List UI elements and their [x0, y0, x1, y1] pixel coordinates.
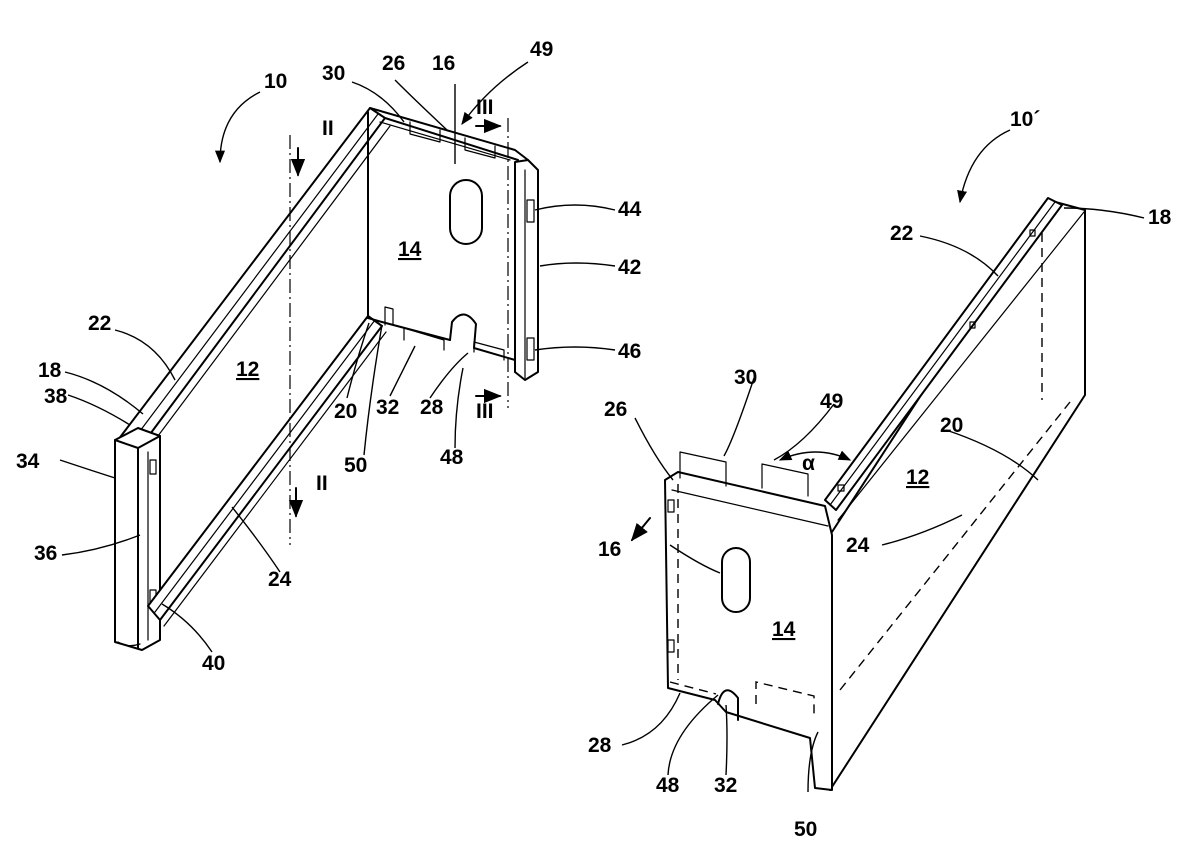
label-20-right: 20 — [940, 414, 963, 437]
label-26-right: 26 — [604, 398, 627, 421]
angle-alpha-arc — [778, 450, 852, 461]
label-16: 16 — [432, 52, 455, 75]
label-28: 28 — [420, 396, 444, 419]
label-III-top: III — [476, 96, 494, 119]
label-alpha: α — [802, 452, 815, 475]
label-36: 36 — [34, 542, 57, 565]
reference-labels: 10 30 26 16 49 II III 44 14 42 22 46 12 … — [16, 38, 1172, 841]
label-12-right: 12 — [906, 466, 929, 489]
side-panel-12 — [824, 197, 1086, 791]
label-30: 30 — [322, 62, 345, 85]
back-panel-14 — [367, 107, 539, 381]
front-panel-14 — [664, 451, 833, 791]
label-30-right: 30 — [734, 366, 757, 389]
label-II-top: II — [322, 117, 334, 140]
label-20: 20 — [334, 400, 357, 423]
label-42: 42 — [618, 256, 641, 279]
label-44: 44 — [618, 198, 642, 221]
label-26: 26 — [382, 52, 405, 75]
label-28-right: 28 — [588, 734, 612, 757]
label-48-right: 48 — [656, 774, 680, 797]
assembly-10prime — [630, 197, 1086, 791]
label-18: 18 — [38, 359, 62, 382]
end-post-34 — [114, 427, 161, 651]
label-49: 49 — [530, 38, 553, 61]
label-22: 22 — [88, 312, 111, 335]
label-32: 32 — [376, 396, 399, 419]
label-16-right: 16 — [598, 538, 621, 561]
label-40: 40 — [202, 652, 225, 675]
label-24: 24 — [268, 568, 292, 591]
assembly-10 — [114, 107, 539, 651]
label-49-right: 49 — [820, 390, 843, 413]
label-14-right: 14 — [772, 618, 796, 641]
label-50-right: 50 — [794, 818, 817, 841]
label-48: 48 — [440, 446, 464, 469]
label-II-bot: II — [316, 472, 328, 495]
label-12: 12 — [236, 358, 259, 381]
label-10: 10 — [264, 70, 287, 93]
label-22-right: 22 — [890, 222, 913, 245]
label-34: 34 — [16, 450, 40, 473]
label-46: 46 — [618, 340, 641, 363]
label-38: 38 — [44, 385, 68, 408]
label-24-right: 24 — [846, 534, 870, 557]
label-III-bot: III — [476, 400, 494, 423]
label-50: 50 — [344, 454, 367, 477]
label-14: 14 — [398, 238, 422, 261]
label-32-right: 32 — [714, 774, 737, 797]
label-10prime: 10´ — [1010, 108, 1040, 131]
label-18-right: 18 — [1148, 206, 1172, 229]
leader-lines — [59, 61, 1145, 793]
